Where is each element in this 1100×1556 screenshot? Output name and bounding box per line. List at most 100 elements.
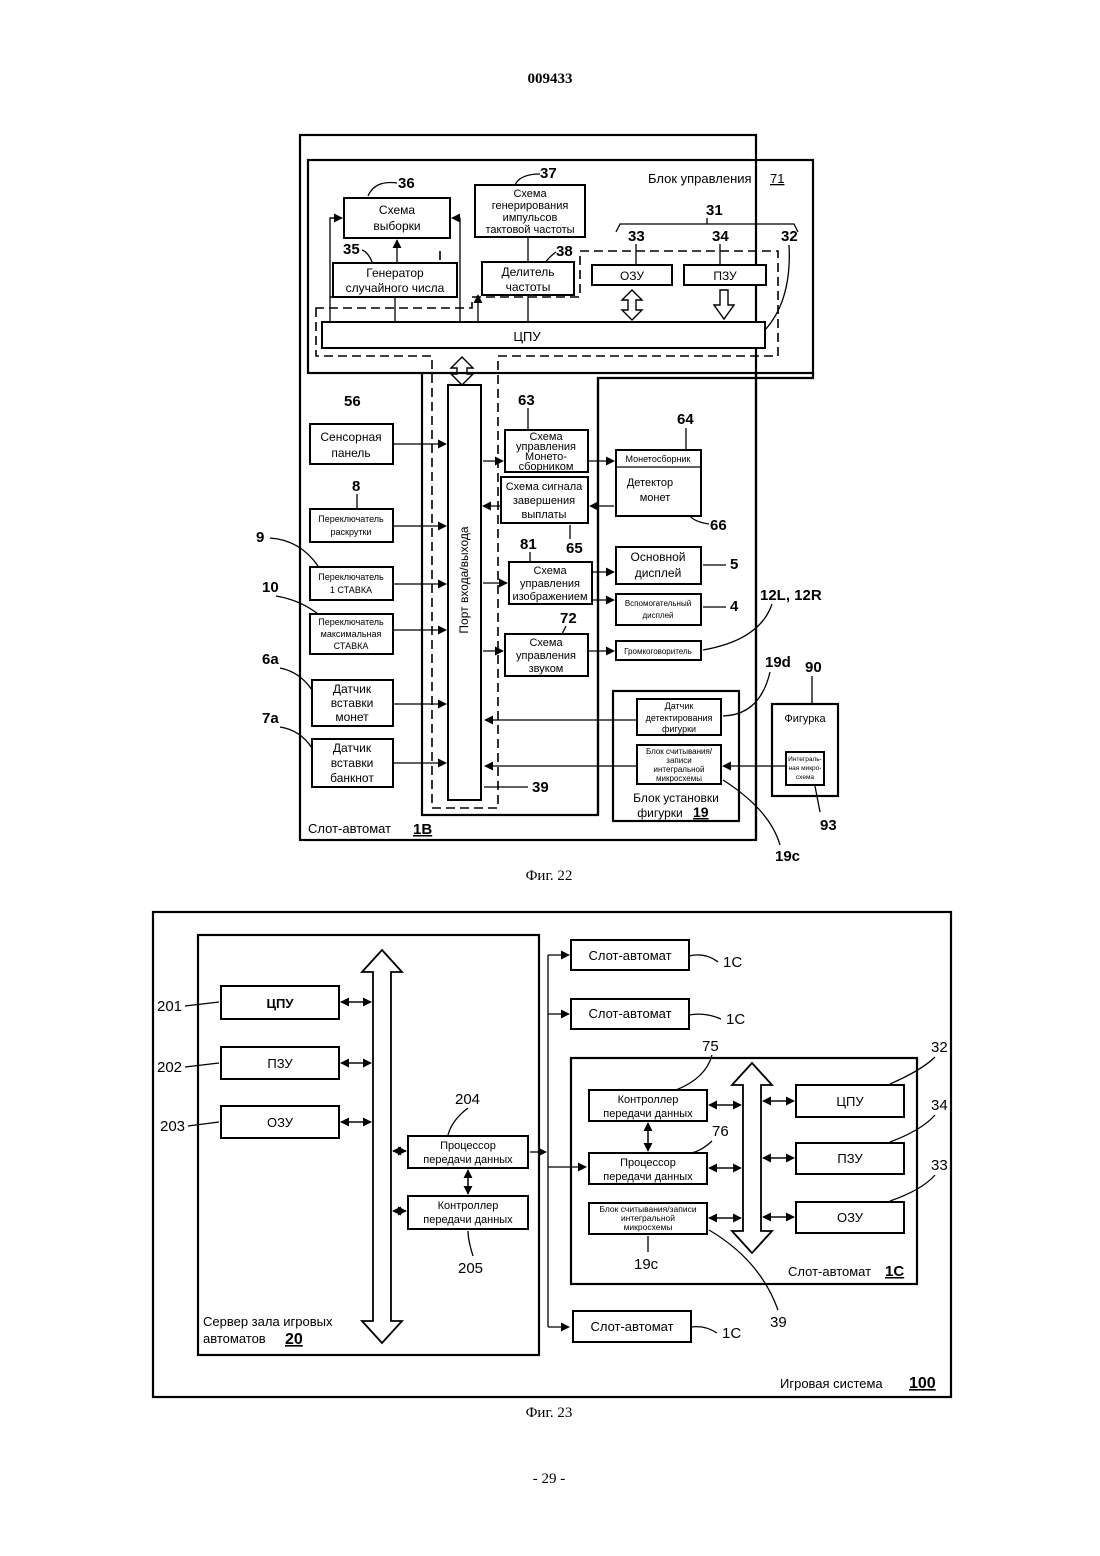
ref-33: 33 [628,228,645,245]
ref-203: 203 [160,1118,185,1135]
slot-machine-detail-ref: 1C [885,1263,904,1280]
server-ram-label: ОЗУ [267,1115,294,1130]
ref-64: 64 [677,411,694,428]
ref-56: 56 [344,393,361,410]
slot-ic-reader-label-3: микросхемы [624,1222,673,1232]
ref-7a: 7a [262,710,279,727]
ic-reader-label: Блок считывания/ [646,747,713,756]
figurine-label: Фигурка [784,713,826,725]
figure-23: Игровая система 100 Сервер зала игровых … [153,912,951,1421]
bill-sensor-label-2: вставки [331,756,374,770]
slot-machine-1-label: Слот-автомат [588,948,671,963]
bet1-switch-label: Переключатель [318,572,384,582]
io-port-label: Порт входа/выхода [457,526,471,633]
ref-93: 93 [820,817,837,834]
ref-66: 66 [710,517,727,534]
betmax-switch-label-3: СТАВКА [334,641,369,651]
ref-63: 63 [518,392,535,409]
slot-data-processor-label-2: передачи данных [603,1171,693,1183]
payout-end-label-3: выплаты [522,509,567,521]
server-data-processor-label-2: передачи данных [423,1154,513,1166]
ref-65: 65 [566,540,583,557]
slot-machine-label: Слот-автомат [308,821,391,836]
betmax-switch-label-2: максимальная [321,629,382,639]
ref-10: 10 [262,579,279,596]
f22-cpu-label: ЦПУ [513,329,541,344]
ref-75: 75 [702,1038,719,1055]
ref-205: 205 [458,1260,483,1277]
bill-sensor-label: Датчик [333,741,372,755]
sampling-circuit-label-2: выборки [373,219,420,233]
sub-display-label: Вспомогательный [625,599,691,608]
spin-switch-label: Переключатель [318,514,384,524]
ic-reader-label-3: интегральной [654,765,705,774]
image-control-label-3: изображением [512,591,587,603]
ref-204: 204 [455,1091,480,1108]
server-ref: 20 [285,1331,303,1348]
slot-machine-1-ref: 1C [723,954,742,971]
image-control-label: Схема [533,565,567,577]
ref-81: 81 [520,536,537,553]
rom-cpu-arrow [714,290,734,319]
clock-circuit-label-3: импульсов [503,212,558,224]
slot-rom-label: ПЗУ [837,1151,863,1166]
payout-end-label-2: завершения [513,495,575,507]
ic-chip-label-3: схема [796,774,815,781]
slot-ram-label: ОЗУ [837,1210,864,1225]
ref-39-b: 39 [770,1314,787,1331]
divider-label: Делитель [502,265,555,279]
ref-5: 5 [730,556,738,573]
server-data-controller-label: Контроллер [438,1200,499,1212]
ref-4: 4 [730,598,739,615]
ref-19c: 19c [775,848,800,865]
game-system-ref: 100 [909,1375,936,1392]
image-control-label-2: управления [520,578,580,590]
ref-90: 90 [805,659,822,676]
ref-32: 32 [781,228,798,245]
sub-display-label-2: дисплей [642,611,673,620]
figurine-unit-ref: 19 [693,804,709,820]
clock-circuit-label-4: тактовой частоты [485,224,574,236]
touch-panel-label: Сенсорная [320,430,381,444]
f22-ram-label: ОЗУ [620,269,644,283]
speaker-label: Громкоговоритель [624,647,692,656]
figurine-detector-label: Датчик [665,701,694,711]
touch-panel-label-2: панель [331,446,370,460]
main-display-label-2: дисплей [635,566,682,580]
ref-32-b: 32 [931,1039,948,1056]
game-system-label: Игровая система [780,1376,883,1391]
spin-switch-label-2: раскрутки [331,527,372,537]
rng-label: Генератор [366,266,424,280]
server-label-2: автоматов [203,1331,266,1346]
control-unit-ref: 71 [770,171,784,186]
slot-machine-2-ref: 1C [726,1011,745,1028]
sound-control-label-3: звуком [529,663,564,675]
payout-end-label: Схема сигнала [506,481,583,493]
ref-76: 76 [712,1123,729,1140]
ref-39: 39 [532,779,549,796]
coin-sensor-label: Датчик [333,682,372,696]
coin-detector-label-2: монет [640,492,671,504]
ref-19d: 19d [765,654,791,671]
ref-35: 35 [343,241,360,258]
bill-sensor-label-3: банкнот [330,771,374,785]
slot-machine-4-ref: 1C [722,1325,741,1342]
figurine-detector-label-2: детектирования [646,713,713,723]
figurine-unit-label-2: фигурки [637,806,682,820]
ref-36: 36 [398,175,415,192]
control-unit-label: Блок управления [648,171,752,186]
ref-202: 202 [157,1059,182,1076]
main-display-label: Основной [630,550,685,564]
slot-cpu-label: ЦПУ [836,1094,864,1109]
coin-sensor-label-2: вставки [331,696,374,710]
ram-cpu-arrow [622,290,642,320]
ref-19c-b: 19c [634,1256,659,1273]
document-number: 009433 [528,71,573,87]
hopper-label: Монетосборник [626,454,691,464]
sound-control-label: Схема [529,637,563,649]
divider-label-2: частоты [506,280,551,294]
server-data-controller-label-2: передачи данных [423,1214,513,1226]
slot-data-controller-label: Контроллер [618,1094,679,1106]
betmax-switch-label: Переключатель [318,617,384,627]
ref-37: 37 [540,165,557,182]
